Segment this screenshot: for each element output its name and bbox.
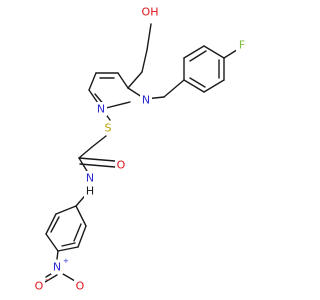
bond (117, 72, 129, 89)
bond (203, 45, 225, 59)
bond (55, 205, 77, 215)
nitro-minus-charge: − (45, 276, 51, 284)
bond (61, 242, 76, 247)
bond-layer (44, 23, 241, 283)
amide-oxygen-label: O (117, 159, 126, 172)
bond (62, 273, 76, 282)
nitro-oxygen-right-label: O (76, 280, 85, 293)
bond (44, 274, 58, 283)
bond (141, 49, 148, 73)
imidazole-n1-label: N (142, 94, 150, 107)
amide-nitrogen-label: N (86, 172, 94, 185)
hydroxyl-label: OH (142, 6, 159, 19)
molecule-structure: F OH N N S O N H N + O − O (33, 5, 248, 293)
bond (56, 250, 59, 260)
bond (77, 225, 87, 248)
bond (183, 79, 205, 93)
fluorine-label: F (239, 39, 245, 52)
bond (75, 205, 87, 227)
bond (45, 233, 59, 252)
bond (189, 77, 206, 88)
bond (163, 79, 185, 98)
bond (50, 216, 60, 233)
atom-label-layer: F OH N N S O N H N + O − O (33, 5, 248, 293)
bond (127, 71, 143, 89)
bond (79, 163, 116, 168)
bond (78, 157, 116, 162)
bond (189, 50, 207, 62)
bond (73, 223, 82, 242)
amide-hydrogen-label: H (86, 185, 94, 198)
sulfur-label: S (105, 122, 112, 135)
bond (146, 23, 152, 51)
bond (183, 45, 205, 59)
nitro-plus-charge: + (63, 257, 69, 265)
bond (57, 246, 79, 252)
bond (45, 213, 57, 235)
nitro-nitrogen-label: N (53, 261, 61, 274)
bond (88, 72, 97, 91)
bond (78, 146, 93, 159)
nitro-oxygen-left-label: O (35, 280, 44, 293)
imidazole-n3-label: N (97, 103, 105, 116)
bond (203, 79, 225, 93)
bond (91, 135, 107, 148)
